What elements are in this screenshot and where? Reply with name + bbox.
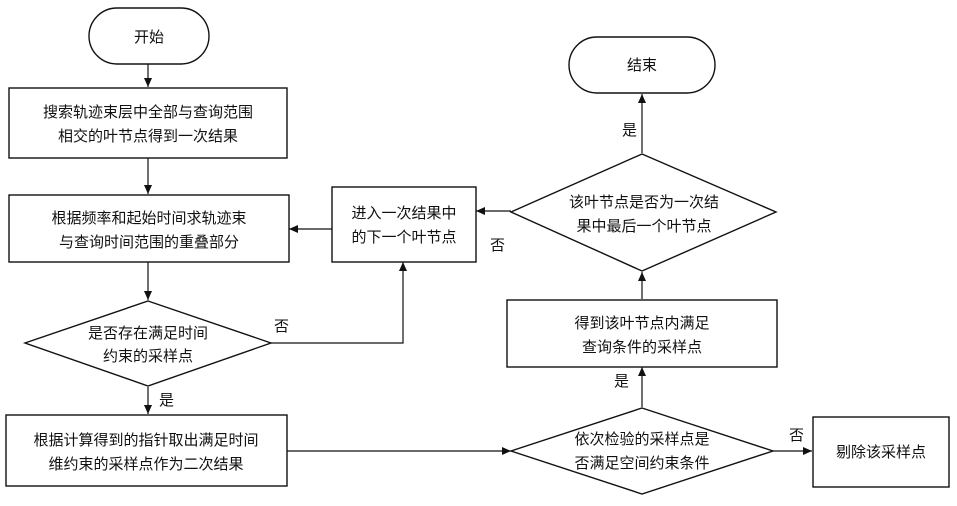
- qualified-samples-line1: 得到该叶节点内满足: [574, 314, 709, 332]
- edge-label-yes-last-leaf: 是: [622, 121, 637, 139]
- search-leaf-nodes-box: [8, 87, 288, 159]
- time-constraint-decision: [22, 300, 274, 387]
- last-leaf-decision-line1: 该叶节点是否为一次结: [569, 193, 719, 211]
- spatial-constraint-decision-line1: 依次检验的采样点是: [574, 430, 709, 448]
- start-terminal: [88, 7, 210, 65]
- qualified-samples-box: [506, 299, 778, 368]
- next-leaf-line2: 的下一个叶节点: [351, 228, 456, 246]
- end-terminal: [568, 36, 716, 94]
- start-label: 开始: [134, 28, 164, 46]
- secondary-result-line2: 维约束的采样点作为二次结果: [48, 455, 243, 473]
- secondary-result-line1: 根据计算得到的指针取出满足时间: [33, 431, 258, 449]
- remove-sample-box: [812, 416, 950, 488]
- last-leaf-decision-line2: 果中最后一个叶节点: [576, 217, 711, 235]
- search-leaf-nodes-line2: 相交的叶节点得到一次结果: [58, 127, 238, 145]
- end-label: 结束: [627, 56, 657, 74]
- compute-overlap-line1: 根据频率和起始时间求轨迹束: [51, 209, 246, 227]
- qualified-samples-line2: 查询条件的采样点: [582, 338, 702, 356]
- compute-overlap-box: [8, 194, 290, 263]
- edge-label-no-last-leaf: 否: [490, 236, 505, 254]
- spatial-constraint-decision: [508, 407, 776, 495]
- time-constraint-decision-line2: 约束的采样点: [103, 347, 193, 365]
- edge-label-yes-spatial: 是: [614, 372, 629, 390]
- last-leaf-decision: [509, 153, 778, 272]
- search-leaf-nodes-line1: 搜索轨迹束层中全部与查询范围: [43, 103, 253, 121]
- next-leaf-line1: 进入一次结果中: [351, 204, 456, 222]
- edge-decision-no-to-next-leaf: [271, 262, 407, 344]
- edge-label-no-spatial: 否: [789, 426, 804, 444]
- next-leaf-box: [331, 186, 477, 263]
- spatial-constraint-decision-line2: 否满足空间约束条件: [574, 454, 709, 472]
- secondary-result-box: [5, 414, 288, 487]
- edge-label-yes-samples: 是: [159, 391, 174, 409]
- time-constraint-decision-line1: 是否存在满足时间: [88, 324, 208, 342]
- edge-label-no-samples: 否: [274, 317, 289, 335]
- remove-sample-label: 剔除该采样点: [836, 443, 926, 461]
- compute-overlap-line2: 与查询时间范围的重叠部分: [59, 233, 239, 251]
